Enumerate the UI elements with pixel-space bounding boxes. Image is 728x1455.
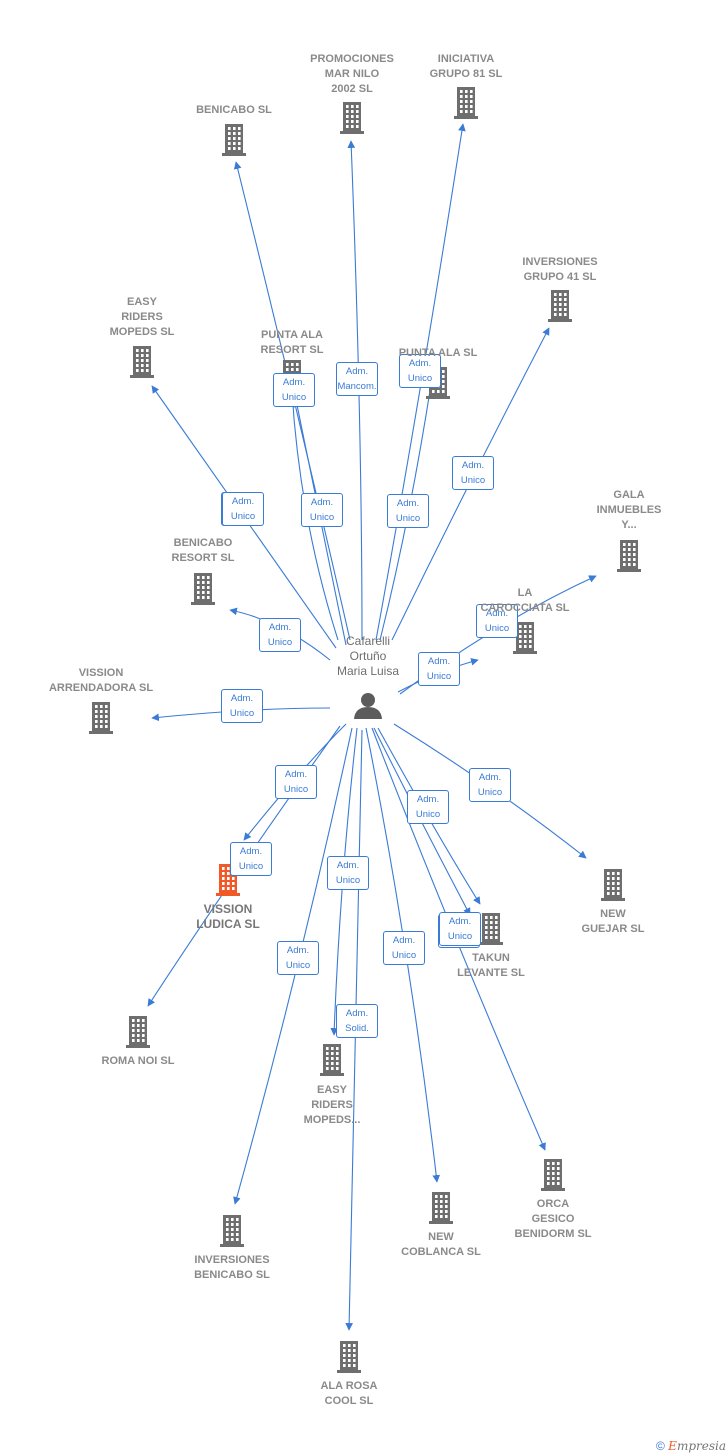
edges-layer — [147, 123, 597, 1331]
edge-label-takun-levante[interactable]: Adm. Unico — [407, 790, 449, 824]
node-label-easy-riders-mopeds[interactable]: EASY RIDERS MOPEDS SL — [109, 296, 175, 338]
building-icon-inversiones-grupo-41[interactable] — [548, 290, 572, 322]
building-icon-vission-arrendadora[interactable] — [89, 702, 113, 734]
edge-label-takun-levante[interactable]: Adm. Unico — [439, 912, 481, 946]
building-icon-orca-gesico[interactable] — [541, 1159, 565, 1191]
node-label-promociones-mar-nilo[interactable]: PROMOCIONES MAR NILO 2002 SL — [310, 53, 394, 95]
node-label-takun-levante[interactable]: TAKUN LEVANTE SL — [457, 952, 525, 979]
building-icon-gala-inmuebles[interactable] — [617, 540, 641, 572]
edge-label-new-coblanca[interactable]: Adm. Unico — [383, 931, 425, 965]
building-icon-new-guejar[interactable] — [601, 869, 625, 901]
building-icon-new-coblanca[interactable] — [429, 1192, 453, 1224]
node-label-orca-gesico[interactable]: ORCA GESICO BENIDORM SL — [514, 1198, 592, 1240]
node-label-easy-riders-mopeds-2[interactable]: EASY RIDERS MOPEDS... — [303, 1084, 361, 1126]
building-icon-roma-noi[interactable] — [126, 1016, 150, 1048]
node-label-benicabo-resort[interactable]: BENICABO RESORT SL — [171, 537, 235, 564]
edge-label-punta-ala-resort[interactable]: Adm. Unico — [301, 493, 343, 527]
edge-label-la-carocciata[interactable]: Adm. Unico — [418, 652, 460, 686]
edge-label-punta-ala[interactable]: Adm. Unico — [387, 494, 429, 528]
brand-initial: E — [668, 1439, 677, 1453]
edge-label-easy-riders-mopeds-2[interactable]: Adm. Unico — [327, 856, 369, 890]
node-label-vission-ludica[interactable]: VISSION LUDICA SL — [196, 902, 260, 931]
building-icon-benicabo-resort[interactable] — [191, 573, 215, 605]
edge-label-gala-inmuebles[interactable]: Adm. Unico — [476, 604, 518, 638]
node-label-roma-noi[interactable]: ROMA NOI SL — [101, 1055, 175, 1067]
edge-label-roma-noi[interactable]: Adm. Unico — [230, 842, 272, 876]
edge-line-promociones-mar-nilo — [347, 140, 363, 641]
edge-label-punta-ala-resort[interactable]: Adm. Unico — [273, 373, 315, 407]
edge-line-easy-riders-mopeds — [151, 385, 337, 649]
building-icon-takun-levante[interactable] — [479, 913, 503, 945]
copyright-symbol: © — [655, 1439, 665, 1453]
building-icon-easy-riders-mopeds-2[interactable] — [320, 1044, 344, 1076]
edge-line-takun-levante — [377, 727, 481, 905]
edge-line-iniciativa-grupo-81 — [375, 123, 466, 641]
node-label-benicabo[interactable]: BENICABO SL — [196, 104, 272, 116]
person-name-label[interactable]: Cafarelli Ortuño Maria Luisa — [336, 634, 400, 678]
edge-label-new-guejar[interactable]: Adm. Unico — [469, 768, 511, 802]
edge-label-iniciativa-grupo-81[interactable]: Adm. Unico — [399, 354, 441, 388]
edge-label-vission-arrendadora[interactable]: Adm. Unico — [221, 689, 263, 723]
building-icon-benicabo[interactable] — [222, 124, 246, 156]
node-label-new-coblanca[interactable]: NEW COBLANCA SL — [401, 1231, 481, 1258]
icons-layer — [89, 87, 641, 1373]
edge-label-vission-ludica[interactable]: Adm. Unico — [275, 765, 317, 799]
edge-label-inversiones-grupo-41[interactable]: Adm. Unico — [452, 456, 494, 490]
building-icon-ala-rosa-cool[interactable] — [337, 1341, 361, 1373]
node-label-gala-inmuebles[interactable]: GALA INMUEBLES Y... — [596, 489, 662, 531]
edge-line-benicabo — [233, 161, 351, 641]
edge-label-easy-riders-mopeds[interactable]: Adm. Unico — [222, 492, 264, 526]
edge-label-benicabo-resort[interactable]: Adm. Unico — [259, 618, 301, 652]
node-label-new-guejar[interactable]: NEW GUEJAR SL — [581, 908, 645, 935]
building-icon-iniciativa-grupo-81[interactable] — [454, 87, 478, 119]
edge-label-promociones-mar-nilo[interactable]: Adm. Mancom. — [336, 362, 378, 396]
node-label-iniciativa-grupo-81[interactable]: INICIATIVA GRUPO 81 SL — [429, 53, 503, 80]
node-label-inversiones-benicabo[interactable]: INVERSIONES BENICABO SL — [194, 1254, 270, 1281]
node-label-punta-ala[interactable]: PUNTA ALA SL — [398, 347, 478, 359]
brand-name: mpresia — [676, 1439, 726, 1453]
building-icon-la-carocciata[interactable] — [513, 622, 537, 654]
node-label-punta-ala-resort[interactable]: PUNTA ALA RESORT SL — [260, 329, 324, 356]
edge-label-ala-rosa-cool[interactable]: Adm. Solid. — [336, 1004, 378, 1038]
node-label-la-carocciata[interactable]: LA CAROCCIATA SL — [480, 587, 570, 614]
building-icon-inversiones-benicabo[interactable] — [220, 1215, 244, 1247]
edge-label-inversiones-benicabo[interactable]: Adm. Unico — [277, 941, 319, 975]
building-icon-easy-riders-mopeds[interactable] — [130, 346, 154, 378]
footer-credit: © Empresia — [656, 1439, 726, 1453]
node-label-ala-rosa-cool[interactable]: ALA ROSA COOL SL — [320, 1380, 378, 1407]
person-icon[interactable] — [354, 693, 382, 719]
node-label-vission-arrendadora[interactable]: VISSION ARRENDADORA SL — [48, 667, 154, 694]
building-icon-promociones-mar-nilo[interactable] — [340, 102, 364, 134]
node-label-inversiones-grupo-41[interactable]: INVERSIONES GRUPO 41 SL — [522, 256, 598, 283]
